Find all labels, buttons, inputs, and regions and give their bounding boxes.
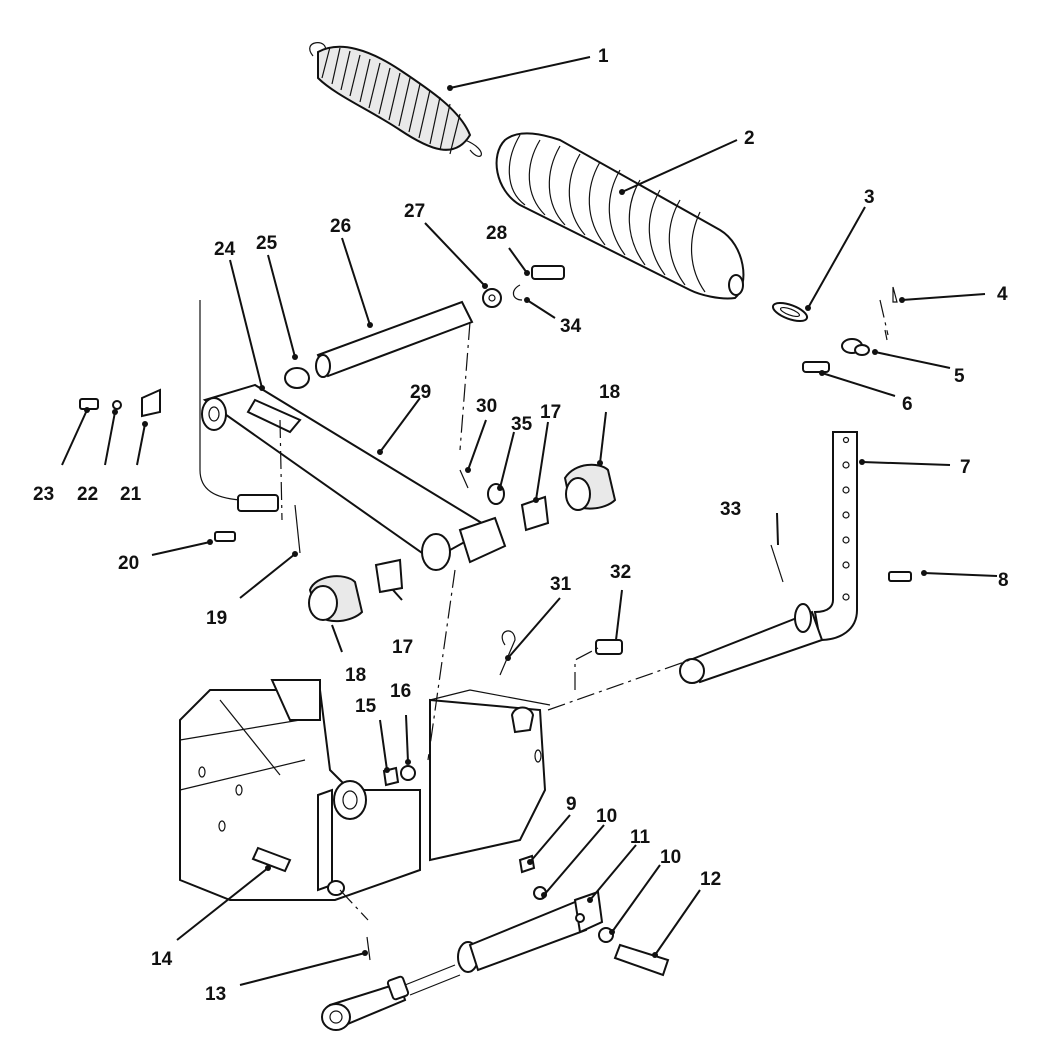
callout-7: 7: [960, 457, 971, 478]
part-bracket-group: [79, 388, 161, 418]
callout-25: 25: [256, 233, 278, 254]
callout-18b: 18: [345, 665, 366, 686]
part-adjuster-rod: [321, 854, 670, 1031]
callout-9: 9: [566, 794, 577, 815]
callout-15: 15: [355, 696, 377, 717]
callout-24: 24: [214, 239, 236, 260]
callout-6: 6: [902, 394, 913, 415]
callout-10b: 10: [660, 847, 681, 868]
leader-lines: [61, 56, 998, 986]
part-bushings: [308, 463, 617, 623]
callout-28: 28: [486, 223, 507, 244]
callout-34: 34: [560, 316, 582, 337]
callout-16: 16: [390, 681, 411, 702]
callout-10: 10: [596, 806, 617, 827]
callout-32: 32: [610, 562, 631, 583]
callout-21: 21: [120, 484, 142, 505]
callout-12: 12: [700, 869, 721, 890]
callout-13: 13: [205, 984, 226, 1005]
callout-5: 5: [954, 366, 965, 387]
callout-17: 17: [540, 402, 561, 423]
assembly-centerlines: [279, 299, 889, 921]
callout-27: 27: [404, 201, 425, 222]
callout-17b: 17: [392, 637, 413, 658]
callout-19: 19: [206, 608, 227, 629]
callout-35: 35: [511, 414, 533, 435]
callout-20: 20: [118, 553, 139, 574]
callout-33: 33: [720, 499, 741, 520]
callout-labels: 1 2 3 4 5 6 7 8 9 10 11 10 12 13 14 15 1…: [33, 46, 1009, 1005]
callout-31: 31: [550, 574, 572, 595]
part-pivot-arm: [199, 300, 507, 571]
callout-26: 26: [330, 216, 351, 237]
callout-3: 3: [864, 187, 875, 208]
part-rock-shaft: [679, 431, 912, 684]
callout-2: 2: [744, 128, 755, 149]
callout-4: 4: [997, 284, 1008, 305]
part-bellows-boot: [495, 132, 745, 300]
part-chain-link: [771, 301, 809, 323]
callout-18: 18: [599, 382, 620, 403]
part-frame: [179, 679, 551, 901]
callout-1: 1: [598, 46, 609, 67]
part-clip-pin: [499, 630, 623, 676]
part-pin-group: [284, 265, 565, 389]
part-clevis-group: [802, 286, 898, 373]
callout-11: 11: [630, 827, 651, 848]
callout-23: 23: [33, 484, 54, 505]
callout-29: 29: [410, 382, 431, 403]
callout-22: 22: [77, 484, 98, 505]
part-spring: [309, 42, 482, 157]
callout-14: 14: [151, 949, 173, 970]
callout-8: 8: [998, 570, 1009, 591]
callout-30: 30: [476, 396, 497, 417]
